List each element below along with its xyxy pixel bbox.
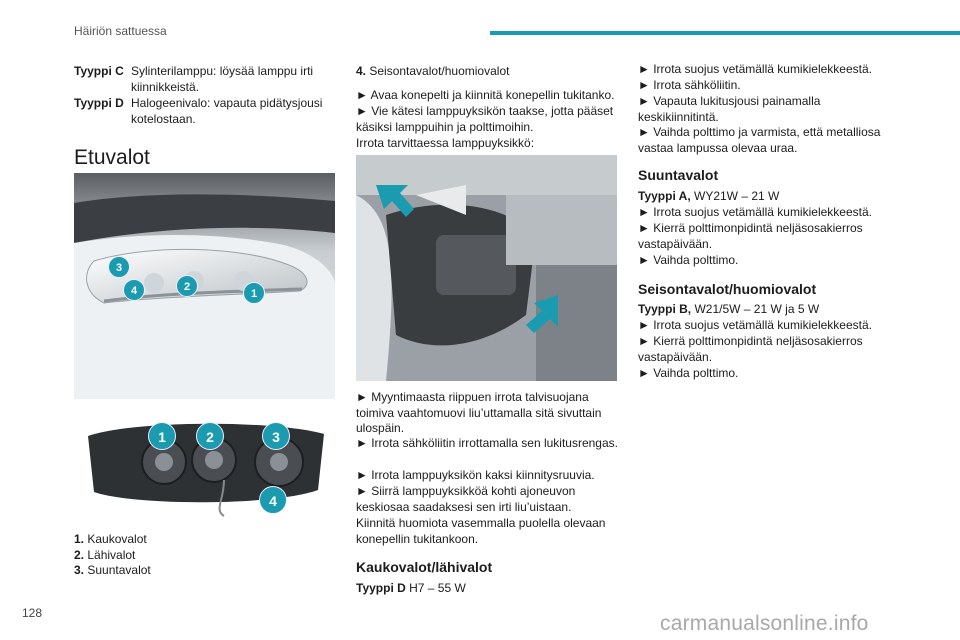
- instruction-text: Irrota tarvittaessa lamppuyksikkö:: [356, 136, 535, 150]
- instruction-text: ► Myyntimaasta riippuen irrota talvisuoj…: [356, 390, 602, 435]
- definition-desc: Sylinterilamppu: löysää lamppu irti kiin…: [131, 64, 314, 94]
- bulb-type: Tyyppi B, W21/5W – 21 W ja 5 W: [638, 302, 820, 316]
- callout-4: 4: [259, 486, 287, 514]
- callout-3: 3: [108, 256, 130, 278]
- instruction-text: ► Avaa konepelti ja kiinnitä konepellin …: [356, 88, 615, 102]
- bulb-type: Tyyppi D H7 – 55 W: [356, 581, 466, 595]
- subsection-title: Seisontavalot/huomiovalot: [638, 281, 817, 297]
- instruction-text: Kiinnitä huomiota vasemmalla puolella ol…: [356, 516, 606, 546]
- subsection-title: Kaukovalot/lähivalot: [356, 559, 493, 575]
- running-header: Häiriön sattuessa: [74, 24, 167, 38]
- callout-1: 1: [148, 422, 176, 450]
- callout-4: 4: [123, 279, 145, 301]
- instruction-text: ► Irrota suojus vetämällä kumikielekkees…: [638, 205, 872, 219]
- engine-bay-illustration: [356, 155, 617, 381]
- instruction-text: ► Irrota suojus vetämällä kumikielekkees…: [638, 62, 872, 76]
- instruction-text: ► Vie kätesi lamppuyksikön taakse, jotta…: [356, 104, 614, 134]
- callout-3: 3: [262, 422, 290, 450]
- definition-term: Tyyppi C: [74, 64, 124, 78]
- instruction-text: ► Irrota suojus vetämällä kumikielekkees…: [638, 318, 872, 332]
- instruction-text: ► Irrota lamppuyksikön kaksi kiinnitysru…: [356, 468, 595, 482]
- callout-2: 2: [176, 275, 198, 297]
- definition-term: Tyyppi D: [74, 96, 124, 110]
- page-number: 128: [22, 606, 43, 620]
- definition-desc: Halogeenivalo: vapauta pidätysjousi kote…: [131, 96, 323, 126]
- headlight-photo: 3 4 2 1: [74, 173, 335, 399]
- instruction-text: ► Vaihda polttimo ja varmista, että meta…: [638, 125, 881, 155]
- callout-2: 2: [196, 422, 224, 450]
- watermark: carmanualsonline.info: [660, 612, 869, 635]
- bulb-type: Tyyppi A, WY21W – 21 W: [638, 189, 780, 203]
- engine-bay-photo: [356, 155, 617, 381]
- legend-item: 2. Lähivalot: [74, 547, 136, 562]
- instruction-text: ► Siirrä lamppuyksikköä kohti ajoneuvon …: [356, 484, 576, 514]
- legend-list: 1. Kaukovalot 2. Lähivalot 3. Suuntavalo…: [74, 532, 151, 579]
- instruction-text: ► Irrota sähköliitin irrottamalla sen lu…: [356, 436, 618, 450]
- subsection-title: Suuntavalot: [638, 167, 719, 183]
- instruction-text: ► Kierrä polttimonpidintä neljäsosakierr…: [638, 221, 863, 251]
- callout-1: 1: [243, 282, 265, 304]
- instruction-text: ► Vaihda polttimo.: [638, 253, 739, 267]
- legend-item-4: 4. Seisontavalot/huomiovalot: [356, 64, 510, 78]
- section-title: Etuvalot: [74, 146, 150, 169]
- instruction-text: ► Irrota sähköliitin.: [638, 78, 741, 92]
- headlight-illustration: [74, 173, 335, 399]
- instruction-text: ► Vaihda polttimo.: [638, 366, 739, 380]
- legend-item: 3. Suuntavalot: [74, 563, 151, 577]
- header-accent-bar: [490, 31, 960, 35]
- instruction-text: ► Kierrä polttimonpidintä neljäsosakierr…: [638, 334, 863, 364]
- legend-item: 1. Kaukovalot: [74, 532, 147, 546]
- headlight-unit-photo: 1 2 3 4: [74, 410, 335, 520]
- instruction-text: ► Vapauta lukitusjousi painamalla keskik…: [638, 94, 821, 124]
